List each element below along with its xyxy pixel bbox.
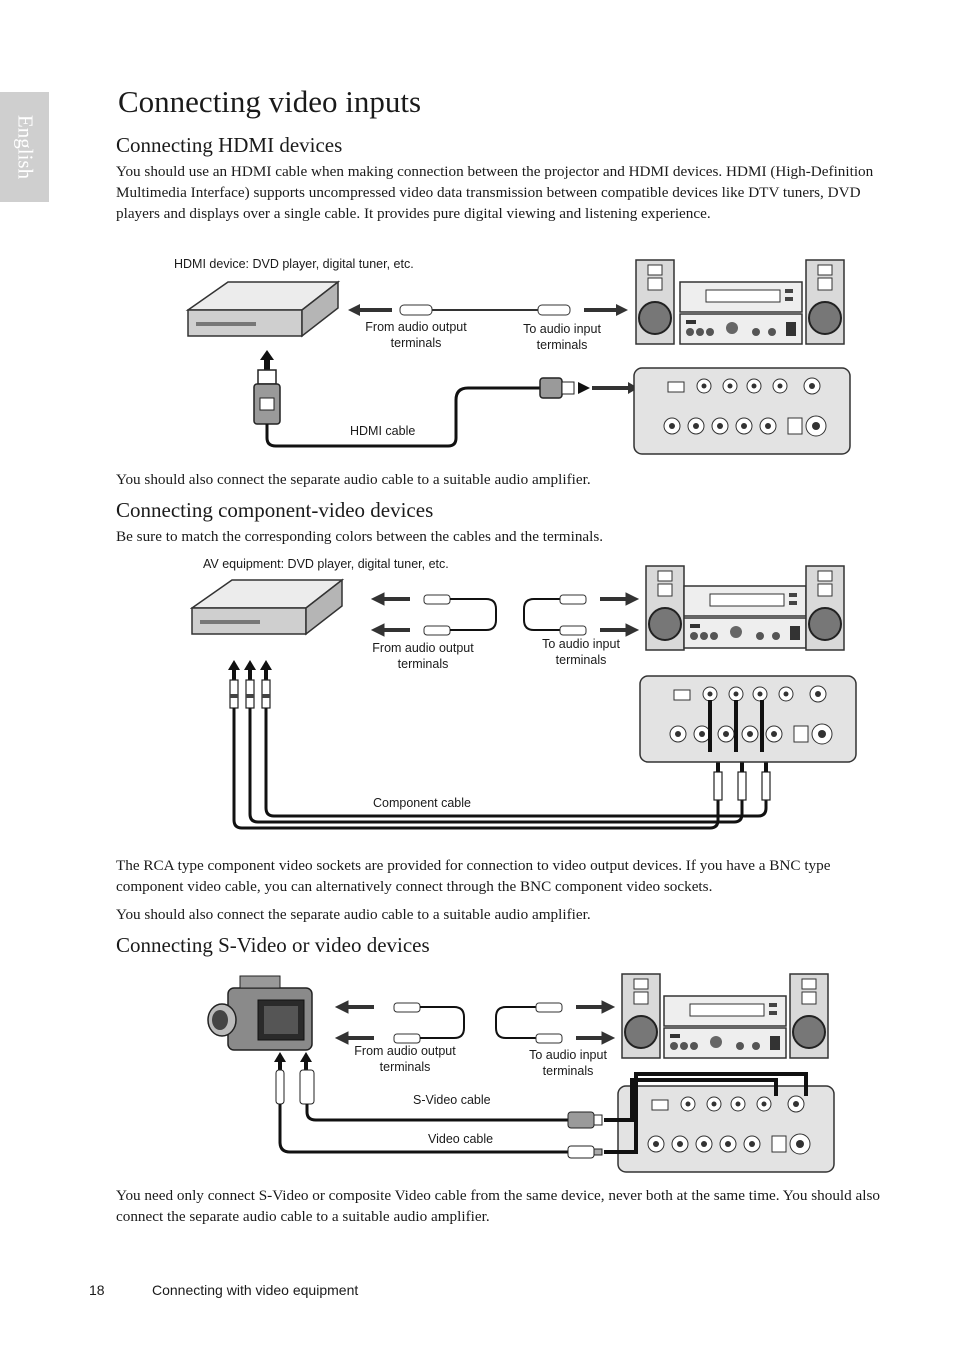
hdmi-to-audio-label-2: terminals [537, 338, 588, 352]
component-note-2: You should also connect the separate aud… [116, 906, 591, 923]
component-diagram: AV equipment: DVD player, digital tuner,… [190, 552, 860, 838]
hdmi-device-label: HDMI device: DVD player, digital tuner, … [174, 257, 414, 271]
section-heading-svideo: Connecting S-Video or video devices [116, 933, 430, 957]
page-number: 18 [89, 1282, 105, 1298]
svideo-from-audio-label: From audio output [354, 1044, 456, 1058]
component-from-audio-label: From audio output [372, 641, 474, 655]
component-cable-label: Component cable [373, 796, 471, 810]
component-to-audio-label: To audio input [542, 637, 620, 651]
hdmi-note: You should also connect the separate aud… [116, 471, 591, 488]
component-device-label: AV equipment: DVD player, digital tuner,… [203, 557, 449, 571]
svideo-diagram: From audio output terminals To audio inp… [200, 970, 850, 1180]
hdmi-from-audio-label-2: terminals [391, 336, 442, 350]
svideo-from-audio-label-2: terminals [380, 1060, 431, 1074]
footer-section-title: Connecting with video equipment [152, 1282, 359, 1298]
video-cable-label: Video cable [428, 1132, 493, 1146]
component-note-1: The RCA type component video sockets are… [116, 857, 831, 895]
camcorder-icon [207, 975, 313, 1051]
language-label: English [13, 114, 37, 180]
hdmi-diagram: HDMI device: DVD player, digital tuner, … [160, 250, 860, 462]
component-to-audio-label-2: terminals [556, 653, 607, 667]
svideo-to-audio-label: To audio input [529, 1048, 607, 1062]
hdmi-to-audio-label: To audio input [523, 322, 601, 336]
hdmi-body: You should use an HDMI cable when making… [116, 163, 874, 222]
svideo-to-audio-label-2: terminals [543, 1064, 594, 1078]
component-from-audio-label-2: terminals [398, 657, 449, 671]
page-title: Connecting video inputs [118, 84, 422, 119]
section-heading-component: Connecting component-video devices [116, 498, 434, 522]
component-body: Be sure to match the corresponding color… [116, 528, 604, 545]
hdmi-from-audio-label: From audio output [365, 320, 467, 334]
hdmi-cable-label: HDMI cable [350, 424, 415, 438]
svideo-note: You need only connect S-Video or composi… [116, 1187, 880, 1225]
language-side-tab: English [0, 92, 49, 202]
section-heading-hdmi: Connecting HDMI devices [116, 133, 343, 157]
svideo-cable-label: S-Video cable [413, 1093, 491, 1107]
